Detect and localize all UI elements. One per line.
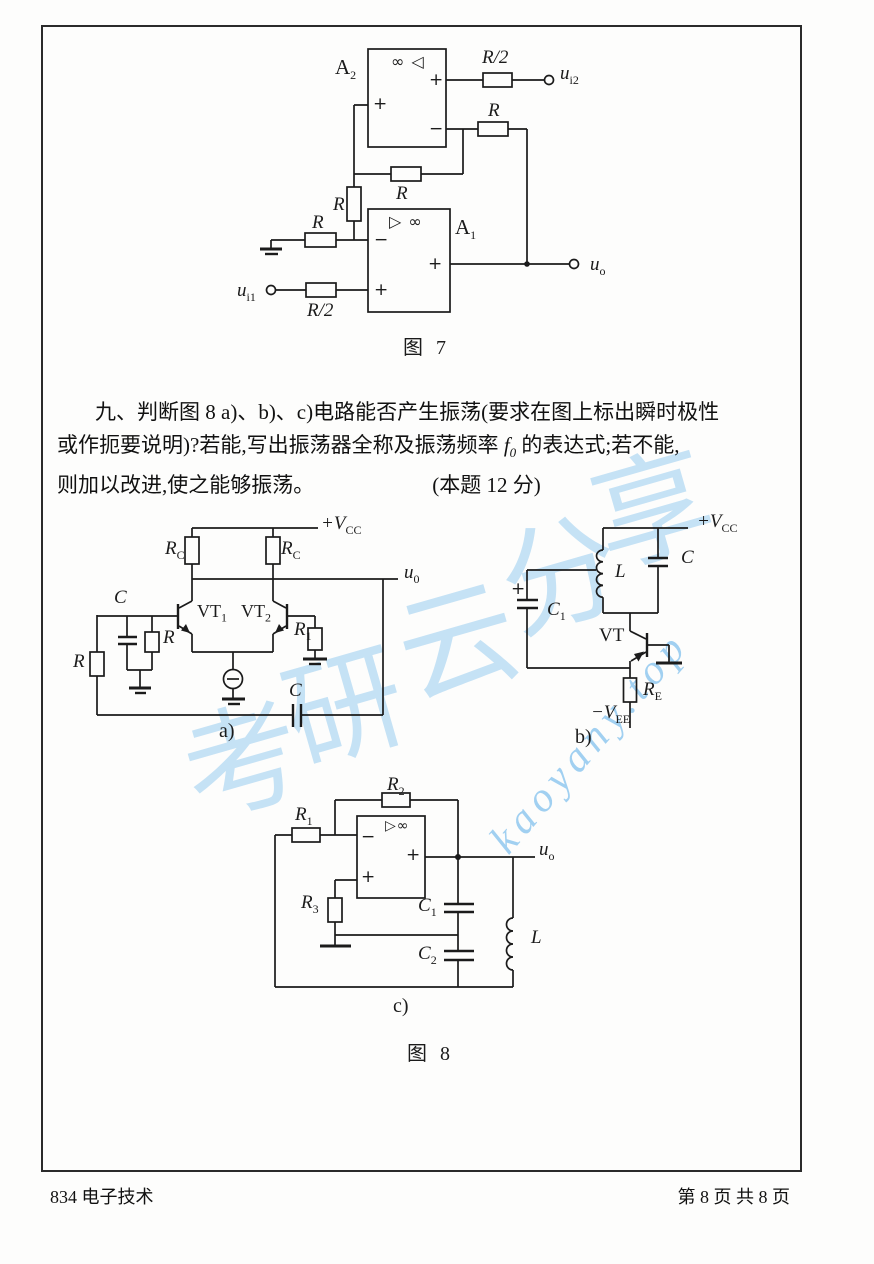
label-c-top: C	[114, 587, 127, 608]
label-r2-c: R2	[387, 774, 405, 798]
label-c-bottom: C	[289, 680, 302, 701]
resistor-re	[622, 677, 638, 703]
label-vt2: VT2	[241, 601, 271, 625]
opamp-a1-input-plus: +	[374, 280, 389, 300]
label-r-half-top: R/2	[482, 47, 509, 68]
label-c-b: C	[681, 547, 694, 568]
question-line-3: 则加以改进,使之能够振荡。(本题 12 分)	[57, 473, 541, 498]
resistor-r-mid	[390, 166, 422, 182]
fig8-caption: 图 8	[407, 1043, 454, 1065]
label-r-left: R	[73, 651, 85, 672]
label-rc-right: RC	[281, 538, 301, 562]
opamp-a2-input-plus: +	[373, 94, 388, 114]
resistor-r-half-top	[482, 72, 513, 88]
label-r-parallel: R	[163, 627, 175, 648]
label-uo-c: uo	[539, 839, 555, 863]
page-border-frame	[41, 25, 802, 1172]
resistor-rc-right	[265, 536, 281, 565]
terminal-uo	[568, 258, 580, 270]
resistor-r-parallel	[144, 631, 160, 653]
opamp-c-input-minus: −	[361, 827, 376, 847]
footer-course-code: 834 电子技术	[50, 1187, 154, 1207]
fig8c-tag: c)	[393, 995, 409, 1017]
label-r-in: R	[312, 212, 324, 233]
opamp-a1-box	[367, 208, 451, 313]
opamp-a2-output-minus: −	[429, 119, 444, 139]
label-r1-a: R1	[294, 619, 312, 643]
vt2-emitter-arrow	[275, 624, 284, 633]
label-vt: VT	[599, 625, 625, 646]
resistor-r-top	[477, 121, 509, 137]
fig8b-lc-oscillator	[517, 527, 688, 728]
opamp-c-symbol: ▷∞	[385, 818, 410, 834]
label-rc-left: RC	[165, 538, 185, 562]
fig8b-tag: b)	[575, 726, 592, 748]
fig8a-differential-oscillator	[89, 527, 398, 727]
terminal-ui2	[543, 74, 555, 86]
footer-page-number: 第 8 页 共 8 页	[677, 1187, 791, 1207]
opamp-a1-symbol: ▷ ∞	[389, 212, 423, 231]
label-vee: −VEE	[591, 702, 631, 726]
label-c1-c: C1	[418, 895, 437, 919]
current-source	[222, 668, 244, 690]
label-uo-a: u0	[404, 562, 420, 586]
resistor-r3	[327, 897, 343, 923]
label-vt1: VT1	[197, 601, 227, 625]
label-r-vertical: R	[333, 194, 345, 215]
junction-dot	[524, 261, 530, 267]
question-score: (本题 12 分)	[432, 473, 541, 498]
opamp-a1-label: A1	[455, 215, 477, 243]
opamp-c-input-plus: +	[361, 867, 376, 887]
fig8a-tag: a)	[219, 720, 235, 742]
label-uo-fig7: uo	[590, 254, 606, 278]
label-l-b: L	[615, 561, 626, 582]
vt-emitter-arrow	[634, 651, 644, 662]
inductor-lc	[505, 917, 514, 971]
resistor-r-vertical	[346, 186, 362, 222]
vt1-emitter-arrow	[181, 624, 190, 633]
label-re: RE	[643, 679, 662, 703]
label-r-mid: R	[396, 183, 408, 204]
fig7-caption: 图 7	[403, 337, 450, 359]
label-l-c: L	[531, 927, 542, 948]
opamp-a2-output-plus: +	[429, 70, 444, 90]
resistor-r-in	[304, 232, 337, 248]
question-line-2: 或作扼要说明)?若能,写出振荡器全称及振荡频率 f0 的表达式;若不能,	[57, 433, 680, 461]
opamp-a1-output-plus: +	[428, 254, 443, 274]
label-c1-b: C1	[547, 599, 566, 623]
frequency-symbol: f0	[503, 433, 517, 461]
label-vcc-b: +VCC	[697, 511, 738, 535]
resistor-r1	[307, 627, 323, 651]
opamp-a2-label: A2	[335, 55, 357, 83]
resistor-rc-left	[184, 536, 200, 565]
question-line-1: 九、判断图 8 a)、b)、c)电路能否产生振荡(要求在图上标出瞬时极性	[95, 400, 720, 424]
resistor-r-half-bottom	[305, 282, 337, 298]
fig7-opamp-circuit	[260, 48, 580, 313]
terminal-ui1	[265, 284, 277, 296]
opamp-c-output-plus: +	[406, 845, 421, 865]
label-r1-c: R1	[295, 804, 313, 828]
opamp-a1-input-minus: −	[374, 230, 389, 250]
opamp-a2-symbol: ∞ ◁	[391, 52, 425, 71]
label-r3-c: R3	[301, 892, 319, 916]
label-vcc-a: +VCC	[321, 513, 362, 537]
resistor-r1c	[291, 827, 321, 843]
question-9: 九、判断图 8 a)、b)、c)电路能否产生振荡(要求在图上标出瞬时极性 或作扼…	[57, 396, 805, 502]
label-c2-c: C2	[418, 943, 437, 967]
label-c1-polarity: +	[511, 579, 526, 599]
label-r-half-bottom: R/2	[307, 300, 334, 321]
label-ui1: ui1	[237, 280, 256, 304]
opamp-a2-box	[367, 48, 447, 148]
label-r-top: R	[488, 100, 500, 121]
inductor-l	[595, 549, 604, 599]
resistor-r-left	[89, 651, 105, 677]
label-ui2: ui2	[560, 63, 579, 87]
fig8c-opamp-lc-oscillator	[274, 792, 535, 988]
resistor-r2	[381, 792, 411, 808]
